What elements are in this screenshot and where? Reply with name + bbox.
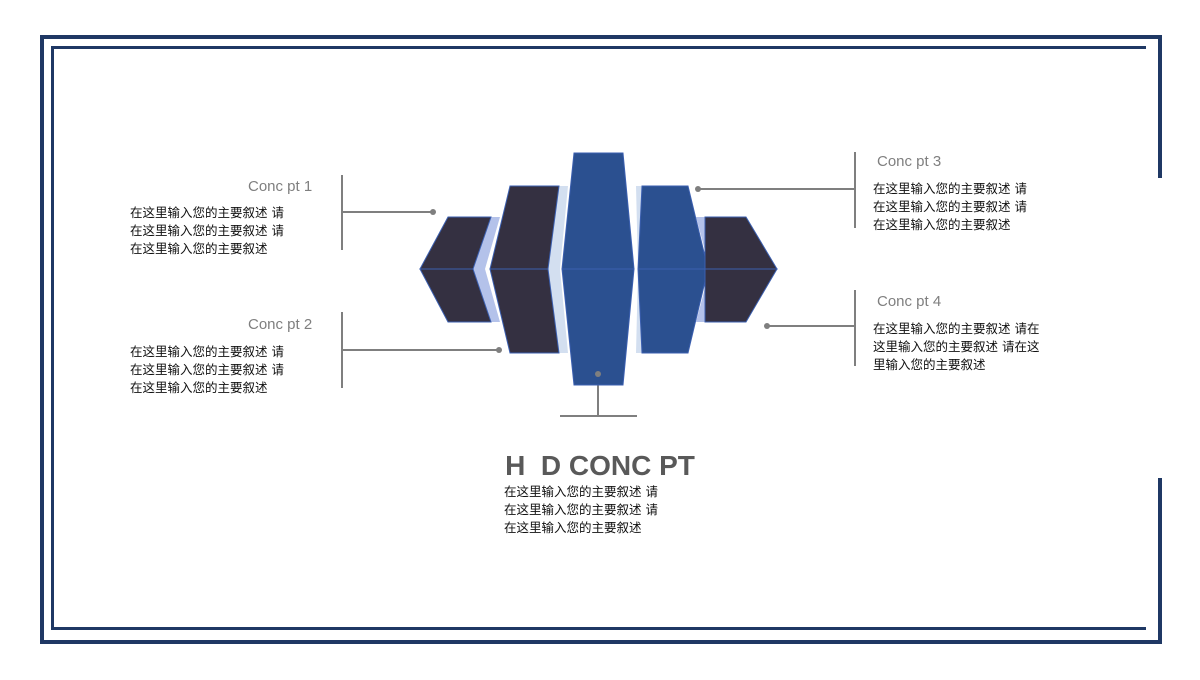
facet-left-inner-top bbox=[548, 186, 568, 269]
facet-left-outer-top bbox=[473, 217, 500, 269]
facet-left-inner-bottom bbox=[548, 269, 568, 353]
connector-dot-3 bbox=[695, 186, 701, 192]
block-right-inner-top bbox=[637, 185, 709, 270]
block-right-outer-top bbox=[704, 216, 778, 270]
point-2-title: Conc pt 2 bbox=[248, 316, 313, 333]
point-1-title: Conc pt 1 bbox=[248, 178, 313, 195]
block-left-outer-bottom bbox=[419, 268, 492, 323]
point-1-text: 在这里输入您的主要叙述 请 在这里输入您的主要叙述 请 在这里输入您的主要叙述 bbox=[130, 205, 284, 256]
block-center-bottom bbox=[561, 268, 635, 386]
connectors bbox=[341, 152, 856, 417]
inner-frame bbox=[51, 46, 1146, 630]
point-4-title: Conc pt 4 bbox=[877, 293, 942, 310]
connector-dot-center bbox=[595, 371, 601, 377]
point-3-title: Conc pt 3 bbox=[877, 153, 942, 170]
connector-dot-1 bbox=[430, 209, 436, 215]
block-right-inner-bottom bbox=[637, 268, 709, 354]
connector-dot-2 bbox=[496, 347, 502, 353]
frame-gap bbox=[1150, 178, 1166, 478]
connector-dot-4 bbox=[764, 323, 770, 329]
point-4-text: 在这里输入您的主要叙述 请在 这里输入您的主要叙述 请在这 里输入您的主要叙述 bbox=[873, 321, 1040, 372]
point-3-text: 在这里输入您的主要叙述 请 在这里输入您的主要叙述 请 在这里输入您的主要叙述 bbox=[873, 181, 1027, 232]
block-left-inner-top bbox=[489, 185, 560, 270]
block-right-outer-bottom bbox=[704, 268, 778, 323]
main-heading: H D CONC PT bbox=[505, 450, 695, 481]
main-text: 在这里输入您的主要叙述 请 在这里输入您的主要叙述 请 在这里输入您的主要叙述 bbox=[504, 484, 658, 535]
block-left-inner-bottom bbox=[489, 268, 560, 354]
block-center-top bbox=[561, 152, 635, 270]
facet-left-outer-bottom bbox=[473, 269, 500, 322]
point-2-text: 在这里输入您的主要叙述 请 在这里输入您的主要叙述 请 在这里输入您的主要叙述 bbox=[130, 344, 284, 395]
